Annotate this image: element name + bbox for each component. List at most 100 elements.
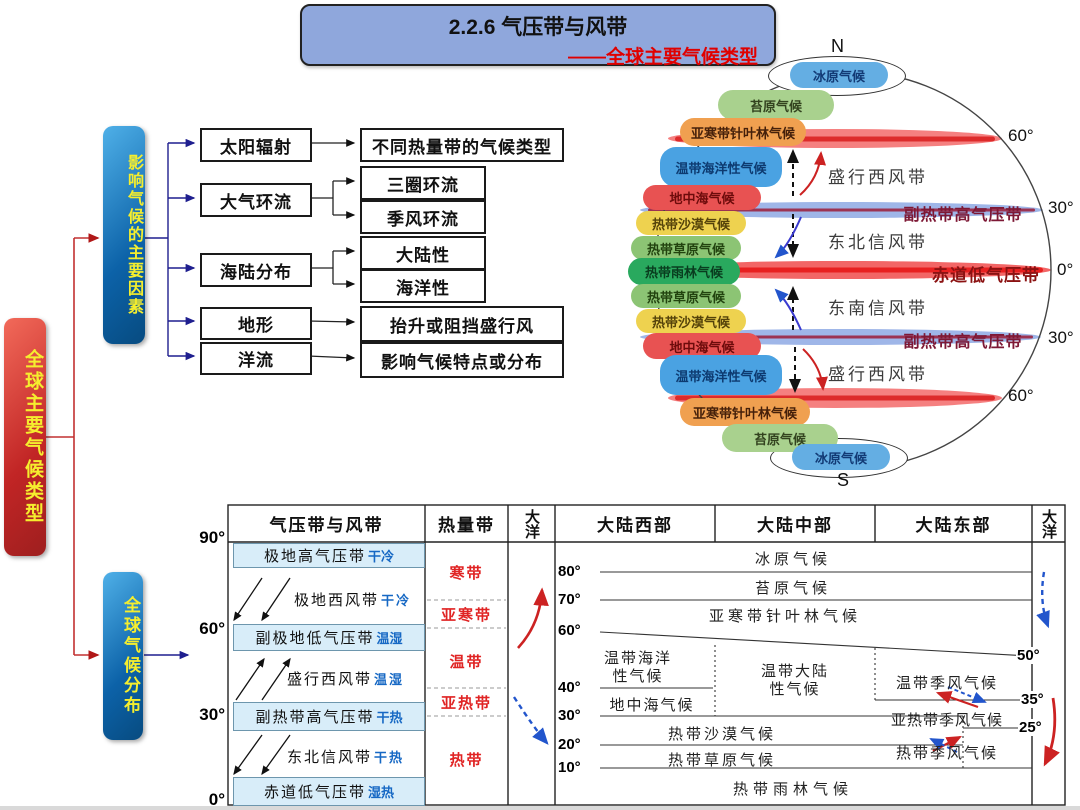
climate-oceanic: 温带海洋 性气候 xyxy=(568,650,708,686)
monsoon-arrows xyxy=(929,686,987,753)
title-line1: 2.2.6 气压带与风带 xyxy=(448,16,628,39)
pill-med-n: 地中海气候 xyxy=(643,185,761,210)
climate-continental: 温带大陆 性气候 xyxy=(725,663,865,699)
thermal-separators xyxy=(427,599,506,717)
westerlies-label: 盛行西风带 xyxy=(287,671,373,688)
factor-circulation: 大气环流 xyxy=(200,183,312,217)
wind-arrows-col1 xyxy=(233,577,291,776)
cell-equatorial-low: 赤道低气压带湿热 xyxy=(233,777,425,806)
climate-ice: 冰原气候 xyxy=(754,551,831,568)
thermal-subfrigid: 亚寒带 xyxy=(440,607,492,624)
globe-south-label: S xyxy=(837,470,850,490)
subtropical-high-tag: 干热 xyxy=(376,710,403,725)
pill-rainforest: 热带雨林气候 xyxy=(628,258,740,285)
title-line2: ——全球主要气候类型 xyxy=(567,47,758,68)
climate-savanna: 热带草原气候 xyxy=(667,752,776,769)
globe-lat-30s: 30° xyxy=(1048,328,1074,347)
header-ocean-right: 大洋 xyxy=(1040,508,1057,539)
subpolar-low-tag: 温湿 xyxy=(376,631,403,646)
climate-mediterranean: 地中海气候 xyxy=(609,697,695,714)
cell-ne-trade: 东北信风带干热 xyxy=(287,746,404,767)
header-continent-west: 大陆西部 xyxy=(597,516,673,535)
climate-trop-monsoon: 热带季风气候 xyxy=(895,745,998,762)
ocean-arrows xyxy=(512,571,1060,767)
lat-20: 20° xyxy=(558,736,581,753)
polar-high-tag: 干冷 xyxy=(368,549,395,564)
result-monsoon-circ: 季风环流 xyxy=(360,200,486,234)
wind-ne-trade: 东北信风带 xyxy=(828,233,928,252)
subpolar-low-label: 副极地低气压带 xyxy=(255,630,375,647)
belt-equatorial-low: 赤道低气压带 xyxy=(932,266,1040,285)
result-thermal-types: 不同热量带的气候类型 xyxy=(360,128,564,162)
globe-lat-60s: 60° xyxy=(1008,386,1034,405)
lat-80: 80° xyxy=(558,563,581,580)
cell-polar-high: 极地高气压带干冷 xyxy=(233,543,425,568)
result-three-cell: 三圈环流 xyxy=(360,166,486,200)
factor-terrain: 地形 xyxy=(200,307,312,340)
globe-lat-0: 0° xyxy=(1057,260,1074,279)
globe-lat-60n: 60° xyxy=(1008,126,1034,145)
lat-60i: 60° xyxy=(558,622,581,639)
result-uplift-block: 抬升或阻挡盛行风 xyxy=(360,306,564,342)
lat-0: 0° xyxy=(208,790,225,809)
bottom-edge xyxy=(0,806,1080,810)
thermal-subtropical: 亚热带 xyxy=(440,695,492,712)
climate-continental-line1: 温带大陆 xyxy=(760,663,829,680)
pill-med-s: 地中海气候 xyxy=(643,333,761,359)
table-lines xyxy=(599,571,1032,769)
lat-50: 50° xyxy=(1016,647,1041,664)
result-connectors xyxy=(307,139,356,362)
cell-westerlies: 盛行西风带温湿 xyxy=(287,668,404,689)
climate-temp-monsoon: 温带季风气候 xyxy=(895,675,998,692)
factor-land-sea: 海陆分布 xyxy=(200,253,312,287)
westerlies-tag: 温湿 xyxy=(374,672,405,687)
climate-rainforest: 热带雨林气候 xyxy=(732,781,853,798)
lat-30i: 30° xyxy=(558,707,581,724)
equatorial-low-tag: 湿热 xyxy=(368,785,395,800)
result-continental: 大陆性 xyxy=(360,236,486,270)
pill-oceanic-n: 温带海洋性气候 xyxy=(660,147,782,187)
spine-connectors xyxy=(46,233,100,660)
lat-40: 40° xyxy=(558,679,581,696)
subtropical-high-label: 副热带高气压带 xyxy=(255,709,375,726)
equatorial-low-label: 赤道低气压带 xyxy=(263,784,366,801)
thermal-frigid: 寒带 xyxy=(449,565,484,582)
lat-70: 70° xyxy=(558,591,581,608)
globe-arrows xyxy=(774,149,828,393)
factors-title-box: 影响气候的主要因素 xyxy=(103,126,145,344)
climate-continental-line2: 性气候 xyxy=(769,681,821,698)
pill-taiga-n: 亚寒带针叶林气候 xyxy=(680,118,806,146)
pill-savanna-n: 热带草原气候 xyxy=(631,236,741,260)
pill-ice-n: 冰原气候 xyxy=(790,62,888,88)
climate-subtrop-monsoon: 亚热带季风气候 xyxy=(890,712,1003,729)
lat-30: 30° xyxy=(199,705,225,724)
root-topic-box: 全球主要气候类型 xyxy=(4,318,46,556)
result-affect-distribution: 影响气候特点或分布 xyxy=(360,342,564,378)
title-box: 2.2.6 气压带与风带 ——全球主要气候类型 xyxy=(300,4,776,68)
lat-10: 10° xyxy=(558,759,581,776)
wind-westerlies-s: 盛行西风带 xyxy=(828,365,928,384)
climate-oceanic-line2: 性气候 xyxy=(612,668,664,685)
belt-subtropical-high-s: 副热带高气压带 xyxy=(903,334,1023,351)
result-oceanic: 海洋性 xyxy=(360,269,486,303)
pill-oceanic-s: 温带海洋性气候 xyxy=(660,355,782,395)
pill-taiga-s: 亚寒带针叶林气候 xyxy=(680,398,810,426)
distribution-title-box: 全球气候分布 xyxy=(103,572,143,740)
climate-oceanic-line1: 温带海洋 xyxy=(603,650,672,667)
polar-easterlies-label: 极地西风带 xyxy=(294,592,380,609)
cell-polar-easterlies: 极地西风带干冷 xyxy=(294,589,411,610)
polar-easterlies-tag: 干冷 xyxy=(381,593,412,608)
pill-savanna-s: 热带草原气候 xyxy=(631,284,741,308)
header-pressure-wind: 气压带与风带 xyxy=(269,516,384,535)
thermal-tropical: 热带 xyxy=(449,752,484,769)
pill-tundra-n: 苔原气候 xyxy=(718,90,834,120)
belt-subtropical-high-n: 副热带高气压带 xyxy=(903,207,1023,224)
factor-connectors xyxy=(144,138,196,660)
ne-trade-tag: 干热 xyxy=(374,750,405,765)
climate-tundra: 苔原气候 xyxy=(754,580,831,597)
ne-trade-label: 东北信风带 xyxy=(287,749,373,766)
factor-currents: 洋流 xyxy=(200,342,312,375)
lat-60: 60° xyxy=(199,619,225,638)
